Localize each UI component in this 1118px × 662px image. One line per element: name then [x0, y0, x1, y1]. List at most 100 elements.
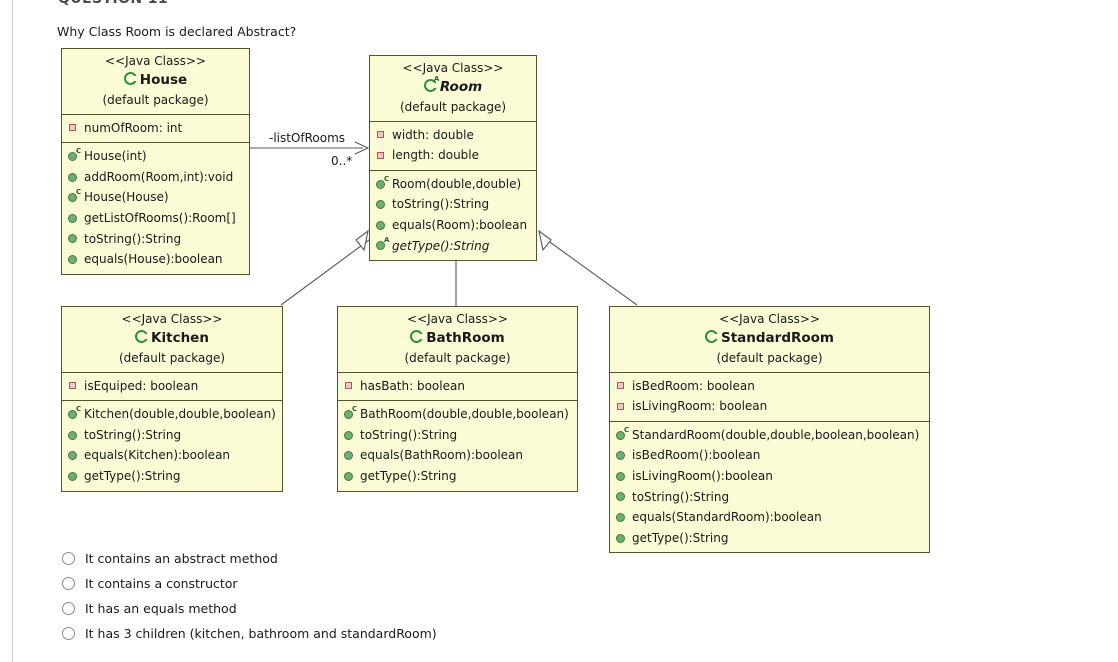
private-attribute-icon	[376, 129, 389, 140]
class-stereotype: <<Java Class>>	[121, 312, 223, 326]
method-text: equals(Kitchen):boolean	[84, 448, 231, 463]
method-text: equals(BathRoom):boolean	[360, 448, 523, 463]
uml-class-standardroom[interactable]: <<Java Class>> StandardRoom (default pac…	[609, 306, 930, 554]
generalization-line-standardroom-room	[546, 239, 638, 306]
public-method-icon	[68, 430, 81, 441]
class-stereotype: <<Java Class>>	[402, 61, 504, 75]
constructor-icon: C	[616, 426, 629, 441]
attribute-text: hasBath: boolean	[360, 378, 465, 393]
public-method-icon	[344, 450, 357, 461]
private-attribute-icon	[68, 122, 81, 133]
attribute-row: hasBath: boolean	[342, 376, 573, 397]
attribute-row: width: double	[374, 125, 532, 146]
public-method-icon	[68, 233, 81, 244]
answer-options-list: It contains an abstract method It contai…	[62, 546, 762, 646]
uml-class-house[interactable]: <<Java Class>> House (default package) n…	[61, 48, 250, 275]
constructor-icon: C	[68, 189, 81, 203]
answer-option-1[interactable]: It contains an abstract method	[62, 546, 762, 571]
public-method-icon	[376, 199, 389, 210]
method-text: getType():String	[84, 469, 181, 484]
uml-class-header: <<Java Class>> BathRoom (default package…	[338, 307, 577, 373]
method-text: equals(StandardRoom):boolean	[632, 510, 822, 525]
constructor-icon: C	[68, 406, 81, 420]
public-method-icon	[616, 471, 629, 482]
uml-class-kitchen[interactable]: <<Java Class>> Kitchen (default package)…	[61, 306, 283, 492]
answer-option-label: It has 3 children (kitchen, bathroom and…	[85, 626, 437, 641]
method-text: toString():String	[632, 489, 730, 504]
method-row: isBedRoom():boolean	[614, 445, 925, 466]
association-arrowhead	[354, 141, 370, 155]
attribute-text: width: double	[392, 127, 474, 142]
private-attribute-icon	[344, 380, 357, 391]
constructor-icon: C	[68, 148, 81, 162]
class-package: (default package)	[399, 99, 507, 114]
generalization-arrowhead-standardroom	[538, 229, 552, 252]
uml-class-bathroom[interactable]: <<Java Class>> BathRoom (default package…	[337, 306, 578, 492]
method-row: toString():String	[614, 487, 925, 508]
class-c-icon	[704, 330, 720, 344]
class-c-icon	[410, 330, 426, 344]
radio-button-icon[interactable]	[62, 577, 75, 590]
class-stereotype: <<Java Class>>	[719, 312, 820, 326]
public-method-icon	[616, 533, 629, 544]
public-method-icon	[68, 471, 81, 482]
method-text: toString():String	[392, 197, 490, 212]
class-package: (default package)	[404, 350, 511, 365]
attribute-text: isEquiped: boolean	[84, 378, 199, 393]
method-text: isBedRoom():boolean	[632, 448, 761, 463]
method-text: toString():String	[84, 231, 182, 246]
radio-button-icon[interactable]	[62, 552, 75, 565]
uml-class-header: <<Java Class>> StandardRoom (default pac…	[610, 307, 929, 373]
association-role-label: -listOfRooms	[269, 131, 346, 145]
attributes-section: width: double length: double	[370, 122, 536, 171]
public-method-icon	[68, 450, 81, 461]
attribute-row: isBedRoom: boolean	[614, 376, 925, 397]
public-method-icon	[616, 512, 629, 523]
method-row: getType():String	[342, 466, 573, 487]
radio-button-icon[interactable]	[62, 602, 75, 615]
public-method-icon	[376, 220, 389, 231]
public-method-icon	[344, 471, 357, 482]
answer-option-4[interactable]: It has 3 children (kitchen, bathroom and…	[62, 621, 762, 646]
class-name-text: BathRoom	[426, 330, 505, 347]
public-method-icon	[344, 430, 357, 441]
attribute-row: numOfRoom: int	[66, 118, 245, 139]
answer-option-2[interactable]: It contains a constructor	[62, 571, 762, 596]
class-abstract-icon: A	[423, 76, 439, 93]
class-package: (default package)	[118, 350, 226, 365]
method-row: getListOfRooms():Room[]	[66, 208, 245, 229]
public-method-icon	[68, 213, 81, 224]
method-row: equals(BathRoom):boolean	[342, 445, 573, 466]
attributes-section: hasBath: boolean	[338, 373, 577, 402]
method-text: getType():String	[392, 238, 490, 253]
class-name: House	[68, 70, 243, 90]
class-name: BathRoom	[344, 328, 571, 348]
method-text: equals(Room):boolean	[392, 218, 528, 233]
answer-option-label: It contains a constructor	[85, 576, 238, 591]
answer-option-3[interactable]: It has an equals method	[62, 596, 762, 621]
method-text: House(House)	[84, 190, 169, 205]
attribute-text: isLivingRoom: boolean	[632, 399, 768, 414]
private-attribute-icon	[376, 150, 389, 161]
question-header: QUESTION 11	[58, 0, 168, 7]
method-row: equals(Room):boolean	[374, 215, 532, 236]
method-row: addRoom(Room,int):void	[66, 167, 245, 188]
page-gutter-line	[12, 0, 13, 662]
generalization-arrowhead-kitchen	[355, 229, 369, 252]
attributes-section: isBedRoom: boolean isLivingRoom: boolean	[610, 373, 929, 422]
constructor-icon: C	[344, 406, 357, 420]
method-row: getType():String	[614, 528, 925, 549]
method-text: addRoom(Room,int):void	[84, 169, 234, 184]
radio-button-icon[interactable]	[62, 627, 75, 640]
method-text: toString():String	[360, 427, 458, 442]
uml-class-header: <<Java Class>> House (default package)	[62, 49, 249, 115]
method-row: equals(Kitchen):boolean	[66, 445, 278, 466]
